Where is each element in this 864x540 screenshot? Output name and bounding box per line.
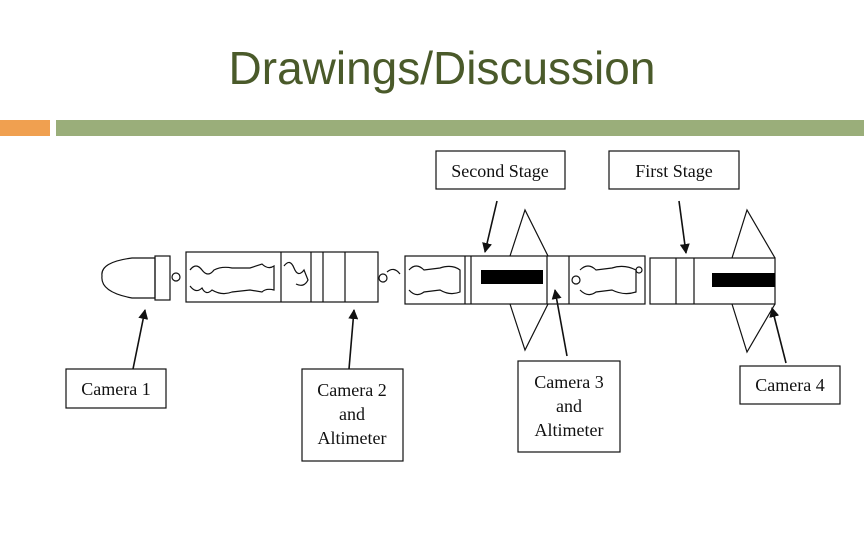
label-second-stage: Second Stage xyxy=(451,161,548,181)
parachute-1 xyxy=(189,263,275,295)
fin-lower-second xyxy=(509,303,549,352)
first-stage-box xyxy=(608,150,740,190)
nose-cone-shoulder xyxy=(154,255,171,301)
second-stage-box xyxy=(435,150,566,190)
label-camera-2-line3: Altimeter xyxy=(318,428,387,448)
eyelet-1 xyxy=(171,272,181,282)
label-camera-3-line2: and xyxy=(556,396,582,416)
label-camera-3-line3: Altimeter xyxy=(535,420,604,440)
arrow-second-stage xyxy=(482,200,498,253)
arrow-first-stage xyxy=(678,200,690,254)
body-tube-2 xyxy=(404,255,646,305)
eyelet-2 xyxy=(378,273,388,283)
parachute-2 xyxy=(408,265,461,296)
arrow-camera-3 xyxy=(551,289,568,357)
accent-bar-orange xyxy=(0,120,50,136)
body-tube-1 xyxy=(185,251,379,303)
camera-4-box xyxy=(739,365,841,405)
nose-cone xyxy=(101,257,156,299)
label-camera-3-line1: Camera 3 xyxy=(534,372,603,392)
camera-1-box xyxy=(65,368,167,409)
accent-bar-green xyxy=(56,120,864,136)
eyelet-3 xyxy=(571,275,581,285)
camera-3-block xyxy=(481,270,543,284)
arrow-camera-4 xyxy=(769,307,787,364)
arrow-camera-2 xyxy=(348,309,359,370)
label-camera-1: Camera 1 xyxy=(81,379,150,399)
fin-lower-first xyxy=(731,303,776,354)
fin-upper-second xyxy=(509,208,549,257)
label-first-stage: First Stage xyxy=(635,161,713,181)
page-title: Drawings/Discussion xyxy=(228,42,656,94)
fin-upper-first xyxy=(731,208,776,259)
eyelet-4 xyxy=(635,266,643,274)
camera-2-box xyxy=(301,368,404,462)
label-camera-2-line2: and xyxy=(339,404,365,424)
label-camera-4: Camera 4 xyxy=(755,375,824,395)
parachute-3 xyxy=(579,265,637,296)
label-camera-2-line1: Camera 2 xyxy=(317,380,386,400)
camera-3-box xyxy=(517,360,621,453)
arrow-camera-1 xyxy=(132,309,149,370)
camera-4-block xyxy=(712,273,775,287)
